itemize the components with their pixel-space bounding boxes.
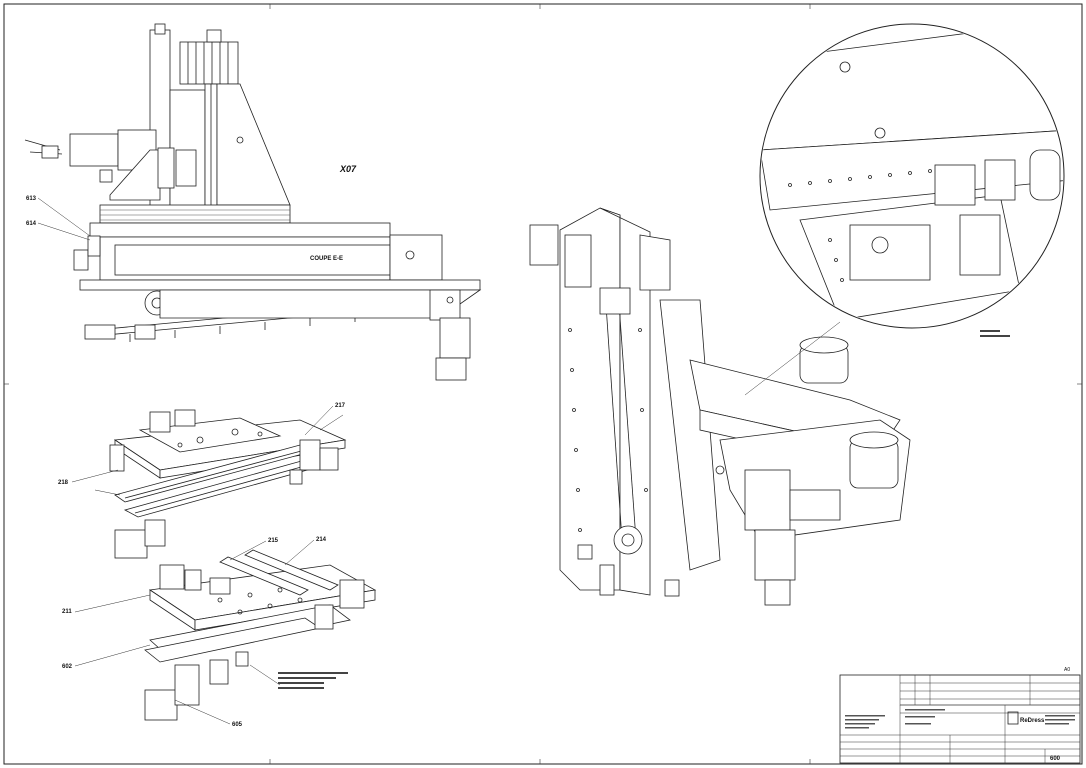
leader-lines-lower (74, 539, 315, 725)
iso-assembly-lower (144, 549, 377, 721)
callout-614: 614 (26, 221, 37, 227)
redress-logo: ReDress (1007, 711, 1045, 725)
callout-217: 217 (335, 403, 346, 409)
callout-605: 605 (232, 722, 243, 728)
section-view-coupe-e-e (24, 23, 482, 381)
title-block-fine-print (845, 709, 1075, 729)
sheet-format: A0 (1064, 667, 1070, 673)
callout-215: 215 (268, 538, 279, 544)
callout-211: 211 (62, 609, 72, 615)
leader-lines-section (37, 197, 91, 241)
callout-602: 602 (62, 664, 73, 670)
section-title: COUPE E-E (310, 256, 343, 262)
iso-assembly-upper (109, 409, 347, 559)
callout-613: 613 (26, 196, 37, 202)
detail-caption (980, 330, 1010, 337)
border-ticks (4, 4, 1082, 764)
callout-214: 214 (316, 537, 327, 543)
callout-218: 218 (58, 480, 69, 486)
title-block (839, 674, 1081, 764)
drawing-number: 600 (1050, 756, 1061, 762)
leader-lines-upper (71, 405, 344, 496)
iso-view-main (529, 207, 911, 606)
section-label: X07 (339, 164, 357, 174)
svg-text:ReDress: ReDress (1020, 718, 1045, 724)
annotation-text-block (278, 672, 348, 689)
detail-view-circle (744, 23, 1065, 396)
